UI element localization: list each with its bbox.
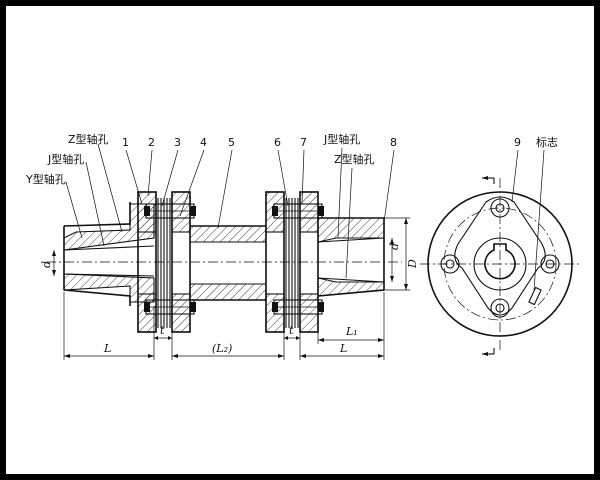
label-mark: 标志 [536, 135, 558, 149]
dim-D-label: D [406, 259, 419, 269]
end-view: 9 标志 [420, 135, 580, 356]
right-bolt-upper [272, 203, 324, 219]
leader-9 [511, 149, 519, 203]
dim-L-right [300, 354, 384, 358]
part-number-5: 5 [228, 136, 235, 149]
part-number-4: 4 [200, 136, 207, 149]
section-arrow-top [482, 176, 495, 184]
label-z-bore-left: Z型轴孔 [68, 132, 109, 146]
left-spacer-flange-lower [171, 293, 191, 333]
dim-t-right-label: t [289, 324, 294, 337]
dim-t-right [284, 336, 300, 340]
part-number-8: 8 [390, 136, 397, 149]
dim-L2 [172, 354, 284, 358]
coupling-technical-drawing: d d D L [25, 132, 580, 360]
right-spacer-flange-lower [265, 293, 285, 333]
label-j-bore-right: J型轴孔 [323, 132, 360, 146]
dim-L-right-label: L [339, 342, 347, 355]
spacer-lower [189, 283, 267, 301]
label-z-bore-right: Z型轴孔 [334, 152, 375, 166]
right-bolt-lower [272, 299, 324, 315]
right-disc-pack [285, 198, 299, 328]
dim-d-right [390, 238, 394, 282]
part-number-3: 3 [174, 136, 181, 149]
end-view-triangle-flange [454, 196, 546, 316]
section-view: d d D L [25, 132, 419, 360]
dim-L-left [64, 354, 154, 358]
left-disc-pack [157, 198, 171, 328]
dim-d-right-label: d [388, 243, 401, 250]
right-flange-upper-section [299, 191, 319, 233]
spacer-upper [189, 225, 267, 243]
section-arrow-bottom [482, 348, 495, 356]
part-number-7: 7 [300, 136, 307, 149]
part-number-9: 9 [514, 136, 521, 149]
right-bore-top [317, 237, 385, 243]
part-number-6: 6 [274, 136, 281, 149]
left-flange-lower-section [137, 293, 157, 333]
left-bore-top [63, 245, 155, 251]
right-bore-bottom [317, 277, 385, 283]
end-view-bore-keyway [484, 243, 516, 280]
dim-L2-label: (L₂) [212, 342, 232, 355]
right-flange-lower-section [299, 293, 319, 333]
part-number-2: 2 [148, 136, 155, 149]
end-view-mark-slot [528, 286, 542, 306]
dim-L1-label: L₁ [345, 325, 358, 338]
label-y-bore-left: Y型轴孔 [25, 172, 66, 186]
left-bore-bottom [63, 273, 155, 277]
dim-t-left-label: t [160, 324, 165, 337]
dim-L1 [318, 338, 384, 342]
dim-L-left-label: L [103, 342, 111, 355]
left-spacer-flange-upper [171, 191, 191, 233]
leader-lines [65, 143, 395, 279]
dim-D [384, 217, 410, 291]
leader-mark [533, 149, 545, 291]
dim-d-left [52, 250, 56, 276]
left-hub-outline [63, 202, 131, 306]
right-hub-bottom [317, 289, 385, 297]
left-bolt-lower [144, 299, 196, 315]
part-number-1: 1 [122, 136, 129, 149]
left-bolt-upper [144, 203, 196, 219]
label-j-bore-left: J型轴孔 [47, 152, 84, 166]
dim-d-left-label: d [40, 261, 53, 268]
dim-t-left [154, 336, 172, 340]
drawing-frame: d d D L [6, 6, 594, 474]
